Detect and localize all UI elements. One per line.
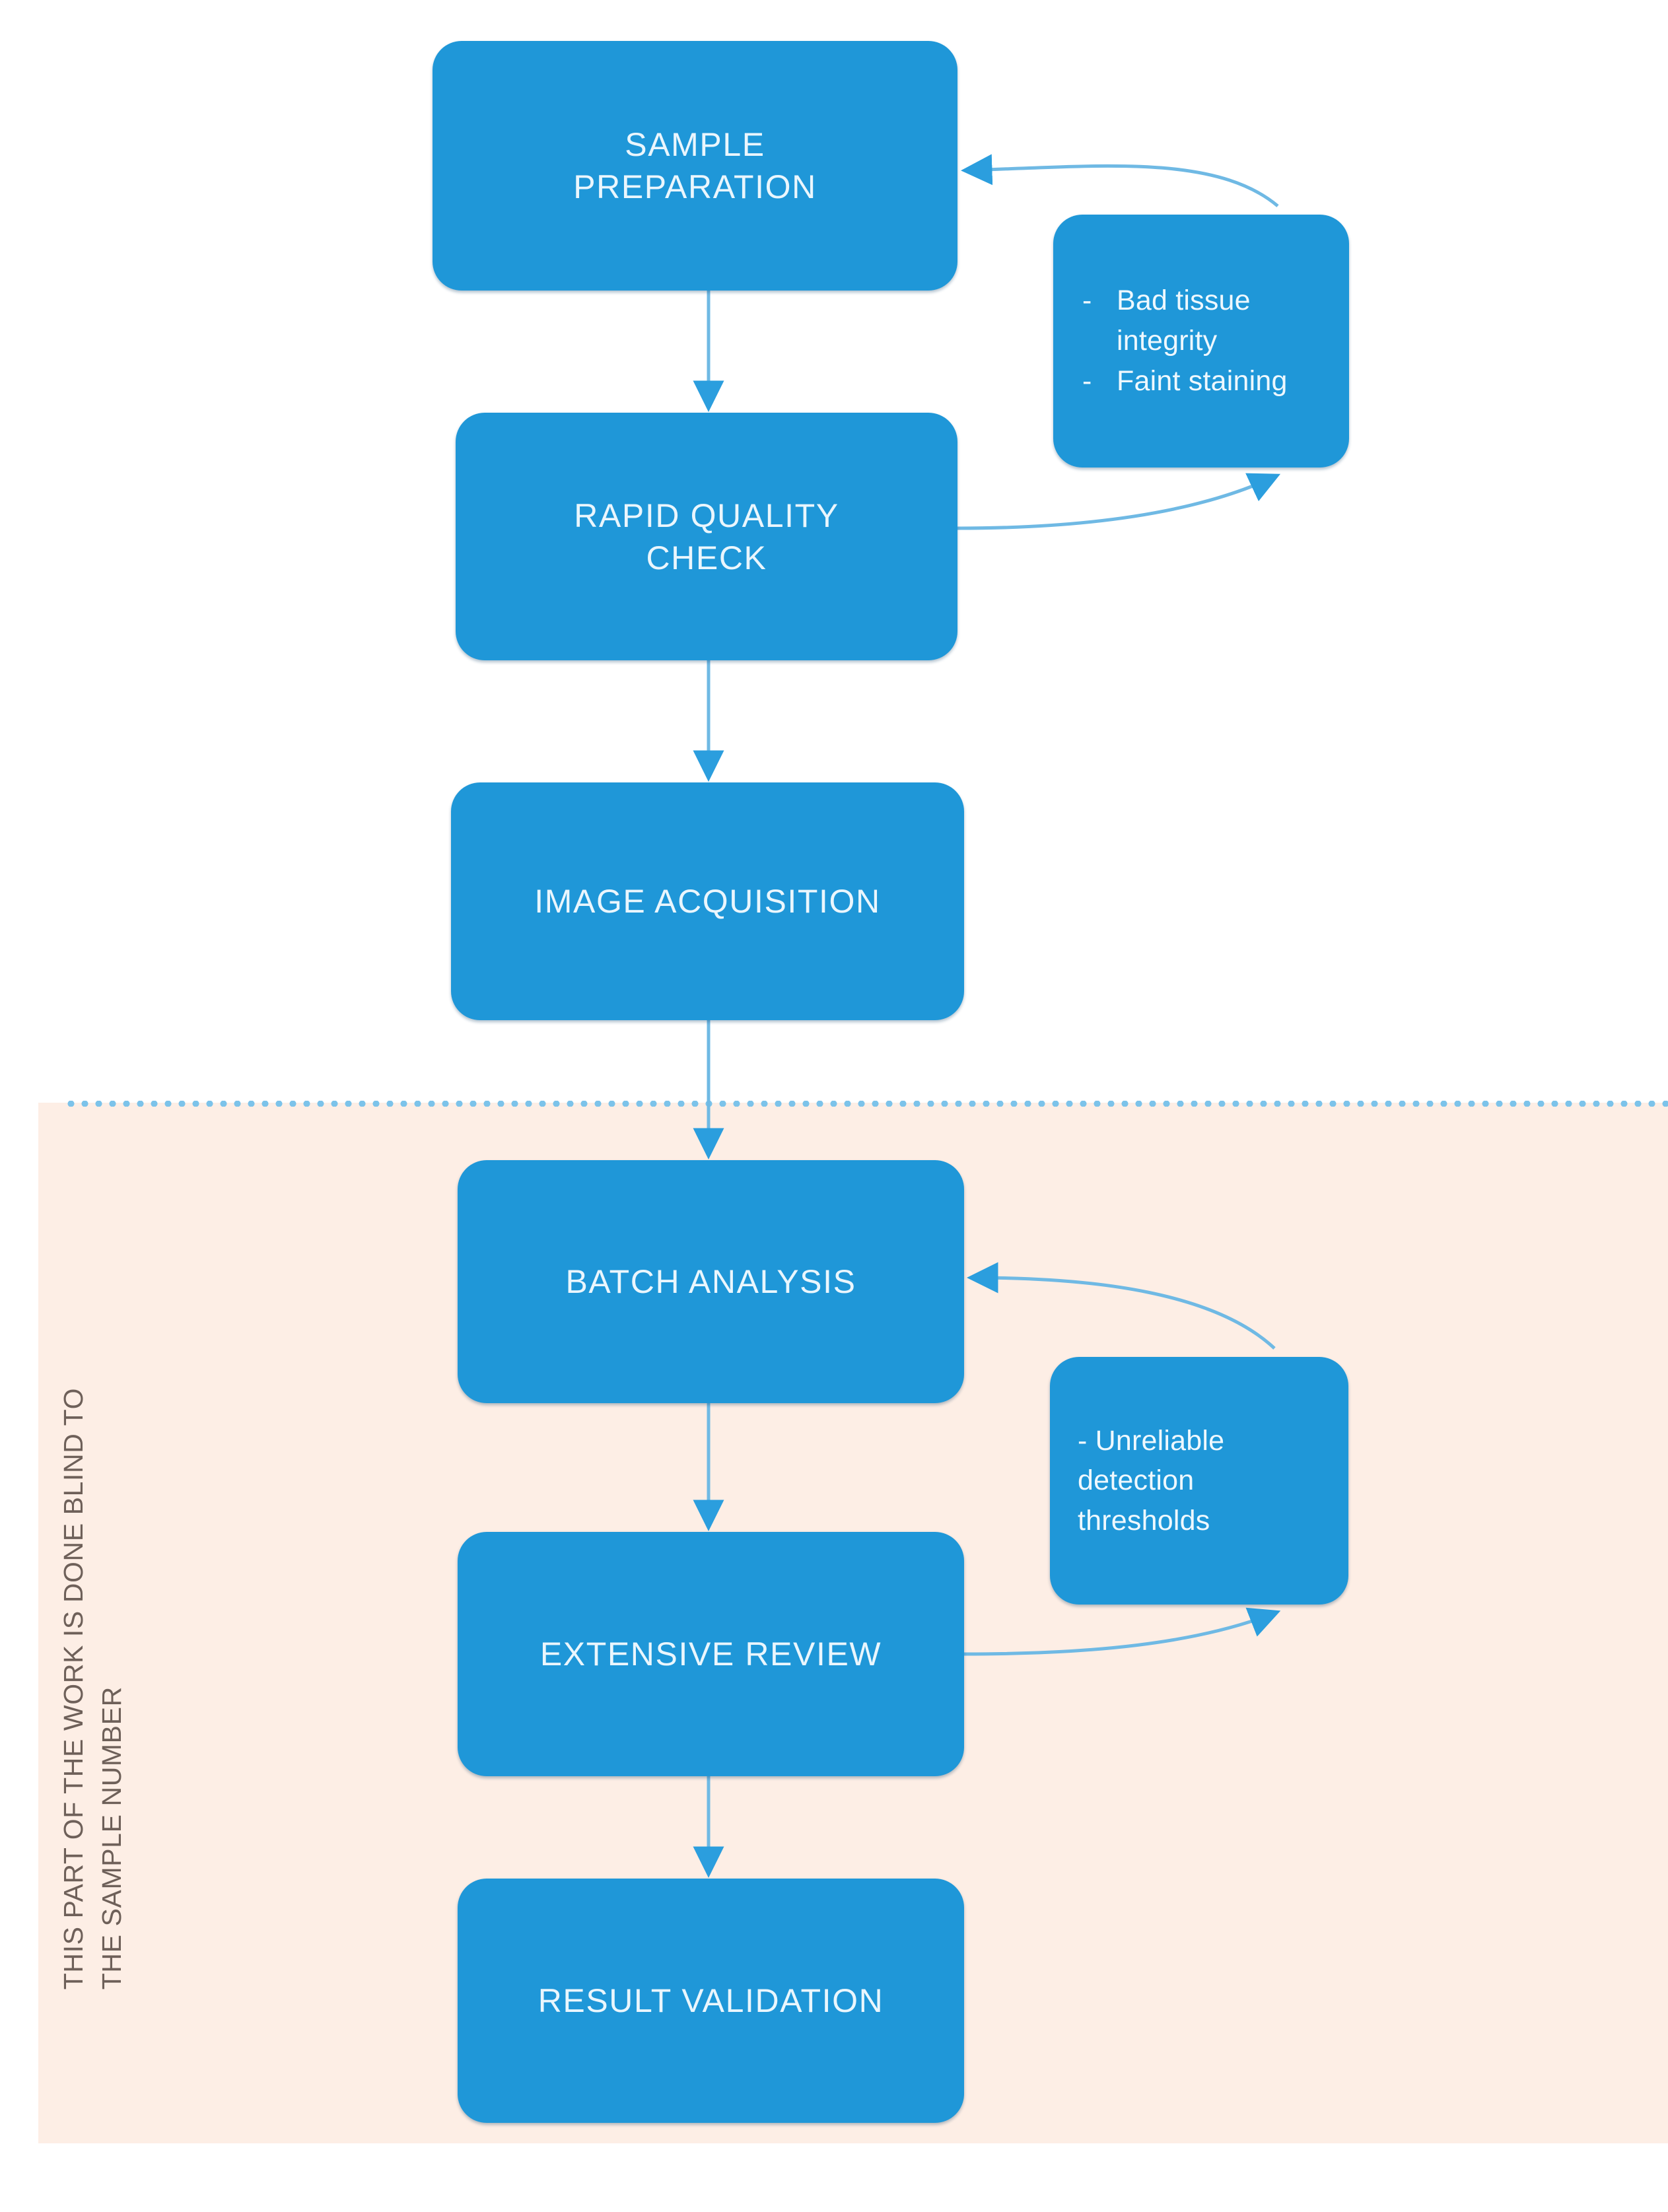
edge-quality-to-callout	[957, 473, 1281, 530]
callout-quality-failures[interactable]: - Bad tissue integrity - Faint staining	[1053, 215, 1349, 467]
bullet-dash-icon: -	[1082, 365, 1092, 397]
node-sample-preparation[interactable]: SAMPLE PREPARATION	[433, 41, 957, 291]
callout-quality-list: - Bad tissue integrity - Faint staining	[1082, 281, 1320, 401]
blind-zone-dashed-divider	[64, 1101, 1668, 1107]
blind-zone-label: THIS PART OF THE WORK IS DONE BLIND TO T…	[57, 1387, 127, 1990]
callout-quality-item-label: Bad tissue integrity	[1117, 284, 1251, 357]
node-batch-analysis[interactable]: BATCH ANALYSIS	[458, 1160, 964, 1403]
node-result-validation[interactable]: RESULT VALIDATION	[458, 1879, 964, 2123]
node-image-acquisition[interactable]: IMAGE ACQUISITION	[451, 782, 964, 1020]
callout-quality-item: - Bad tissue integrity	[1082, 281, 1320, 361]
bullet-dash-icon: -	[1082, 284, 1092, 316]
edge-callout-to-prep	[961, 154, 1279, 207]
node-extensive-review[interactable]: EXTENSIVE REVIEW	[458, 1532, 964, 1776]
callout-detection-thresholds[interactable]: - Unreliable detection thresholds	[1050, 1357, 1348, 1605]
callout-quality-item: - Faint staining	[1082, 361, 1320, 401]
callout-quality-item-label: Faint staining	[1117, 365, 1288, 397]
node-rapid-quality-check[interactable]: RAPID QUALITY CHECK	[456, 413, 957, 660]
callout-thresholds-text: - Unreliable detection thresholds	[1078, 1425, 1225, 1537]
